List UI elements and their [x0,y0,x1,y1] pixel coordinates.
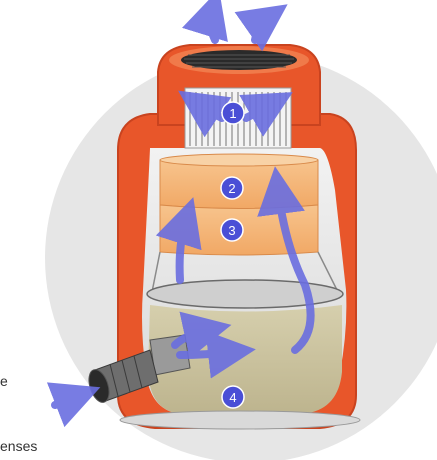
liquid-arrow-right [180,352,232,355]
stage-2-number: 2 [228,181,235,196]
cutoff-text-left: e [0,373,8,389]
exhaust-arrow-left [211,12,215,40]
filter-band-top-edge [160,154,318,166]
stage-3-number: 3 [228,223,235,238]
stage-4-number: 4 [229,390,236,405]
cutoff-text-bottom: enses [0,438,37,454]
bottom-rim [120,411,360,429]
stage-1-number: 1 [229,106,236,121]
exhaust-arrow-right [255,18,268,40]
inlet-arrow [55,396,78,405]
